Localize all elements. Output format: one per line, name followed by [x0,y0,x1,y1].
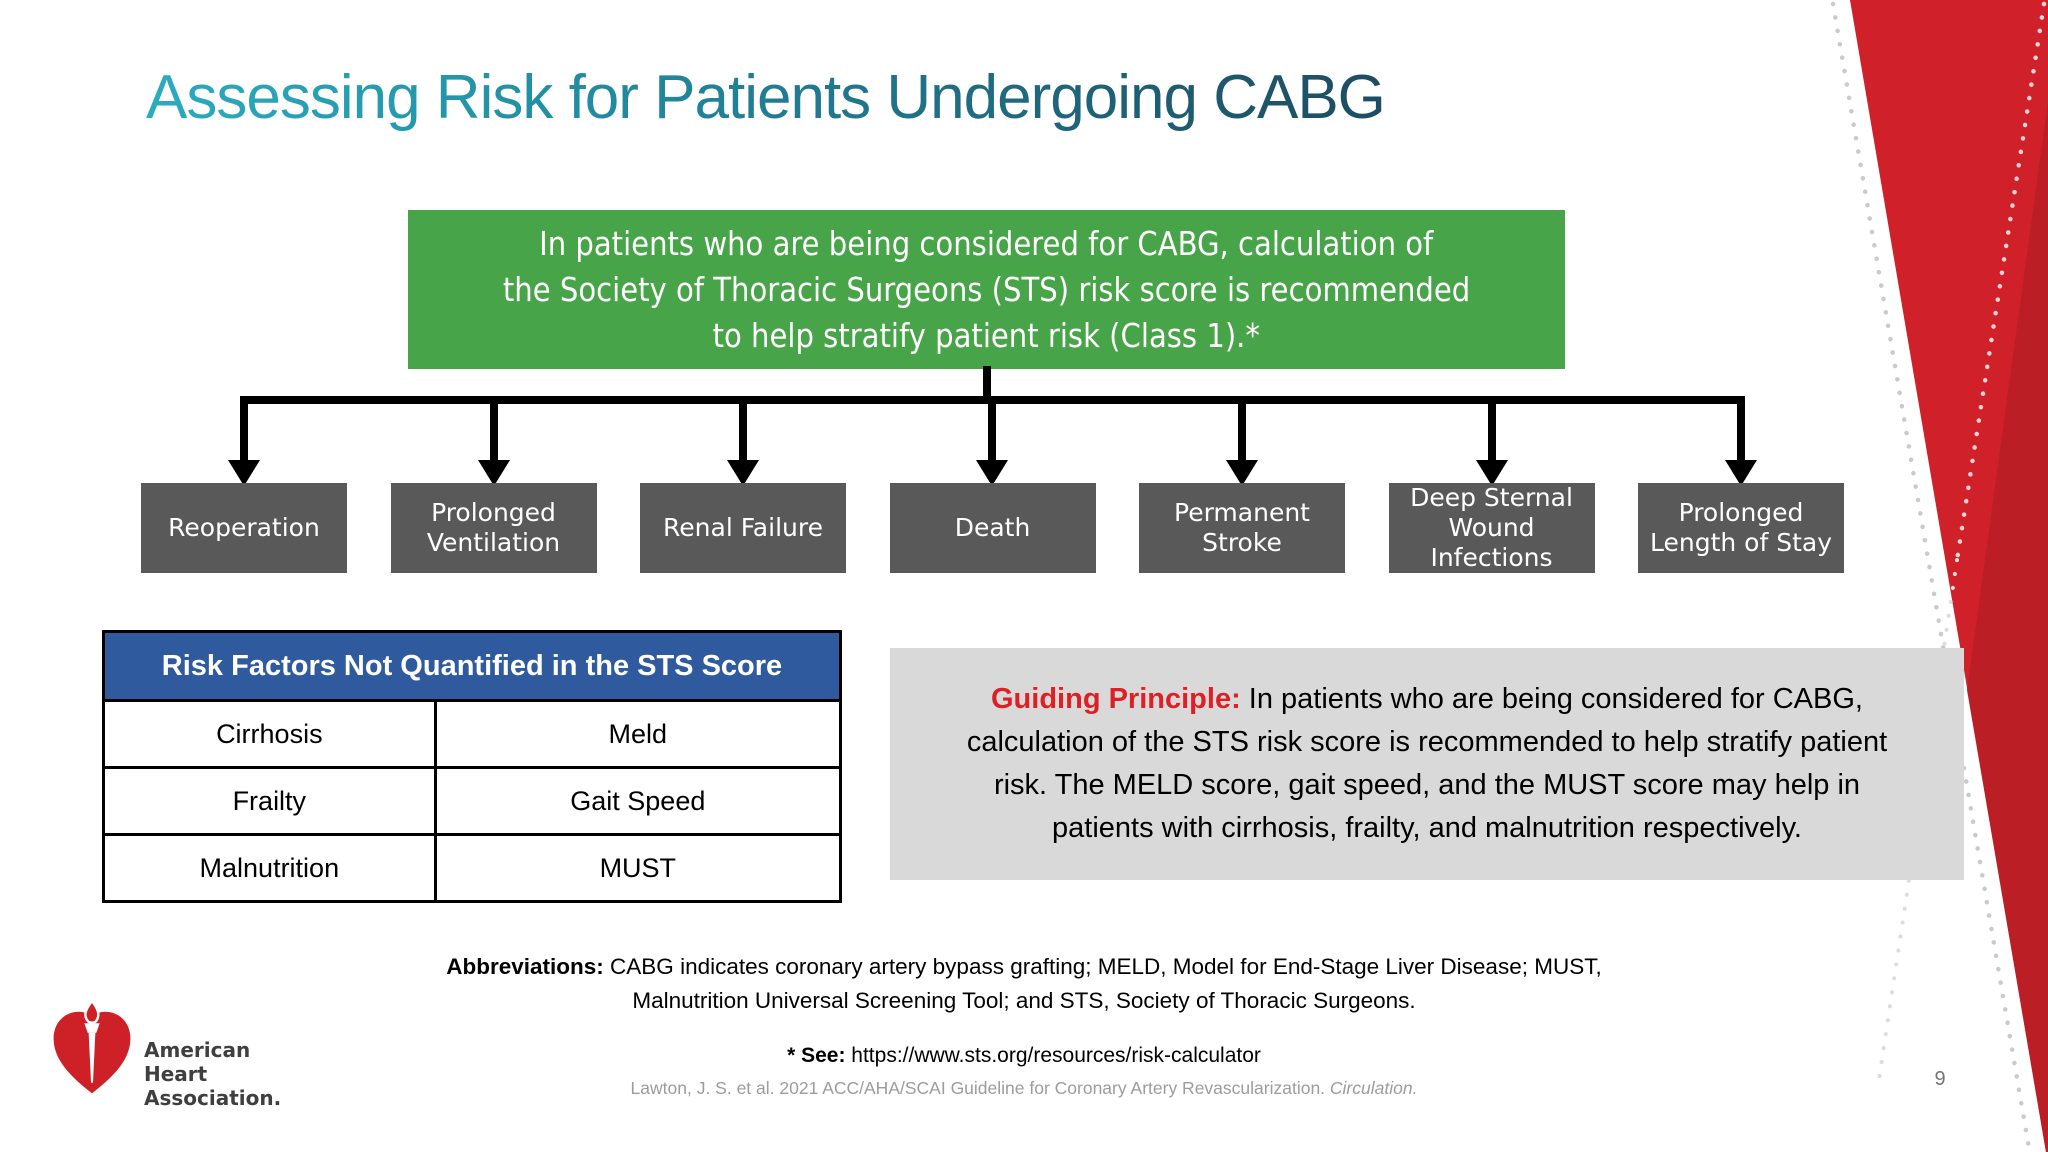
outcome-box-death: Death [889,483,1096,573]
flow-arrow [228,400,260,486]
outcome-box-permanent-stroke: Permanent Stroke [1139,483,1345,573]
risk-factors-table: Risk Factors Not Quantified in the STS S… [102,630,843,903]
outcome-box-deep-sternal-wound-infections: Deep Sternal Wound Infections [1388,483,1595,573]
citation-journal: Circulation. [1329,1078,1418,1098]
recommendation-box: In patients who are being considered for… [408,210,1565,369]
guiding-principle-box: Guiding Principle: In patients who are b… [890,648,1964,880]
table-row: Frailty Gait Speed [102,766,843,836]
table-row: Malnutrition MUST [102,833,843,903]
flow-arrow [976,400,1008,486]
heart-torch-icon [53,999,131,1094]
aha-logo: American Heart Association. [44,998,364,1128]
flow-arrow [1725,400,1757,486]
citation: Lawton, J. S. et al. 2021 ACC/AHA/SCAI G… [630,1078,1418,1098]
abbreviations-label: Abbreviations: [446,954,604,979]
aha-logo-text: American Heart Association. [144,1038,282,1110]
guiding-principle-label: Guiding Principle: [991,683,1241,715]
flowchart-connectors [228,366,1757,486]
outcome-box-prolonged-ventilation: Prolonged Ventilation [390,483,597,573]
page-title: Assessing Risk for Patients Undergoing C… [146,62,1646,133]
outcome-box-row: Reoperation Prolonged Ventilation Renal … [141,483,1844,573]
guiding-principle-line: Guiding Principle: In patients who are b… [991,683,1863,715]
flow-arrow [1226,400,1258,486]
recommendation-line: In patients who are being considered for… [539,223,1434,263]
flow-arrow [727,400,759,486]
reference-url: https://www.sts.org/resources/risk-calcu… [845,1044,1261,1067]
connector-stub [983,366,991,404]
see-label: * See: [787,1044,846,1067]
table-cell: Frailty [102,766,437,836]
recommendation-line: the Society of Thoracic Surgeons (STS) r… [502,269,1471,309]
recommendation-line: to help stratify patient risk (Class 1).… [712,315,1261,355]
table-cell: Malnutrition [102,833,437,903]
guiding-principle-line: patients with cirrhosis, frailty, and ma… [1052,812,1802,844]
table-cell: Meld [433,699,843,769]
guiding-principle-line: risk. The MELD score, gait speed, and th… [993,769,1861,801]
table-cell: MUST [433,833,843,903]
table-row: Cirrhosis Meld [102,699,843,769]
table-cell: Gait Speed [433,766,843,836]
risk-table-header: Risk Factors Not Quantified in the STS S… [102,630,842,702]
outcome-box-reoperation: Reoperation [141,483,347,573]
flow-arrow [478,400,510,486]
outcome-box-prolonged-length-of-stay: Prolonged Length of Stay [1638,483,1844,573]
table-cell: Cirrhosis [102,699,437,769]
abbreviations-note: Abbreviations: CABG indicates coronary a… [446,954,1602,1013]
guiding-principle-line: calculation of the STS risk score is rec… [966,726,1888,758]
outcome-box-renal-failure: Renal Failure [640,483,846,573]
flow-arrow [1476,400,1508,486]
see-reference-note: * See: https://www.sts.org/resources/ris… [424,1044,1624,1068]
page-number: 9 [1934,1068,1946,1090]
